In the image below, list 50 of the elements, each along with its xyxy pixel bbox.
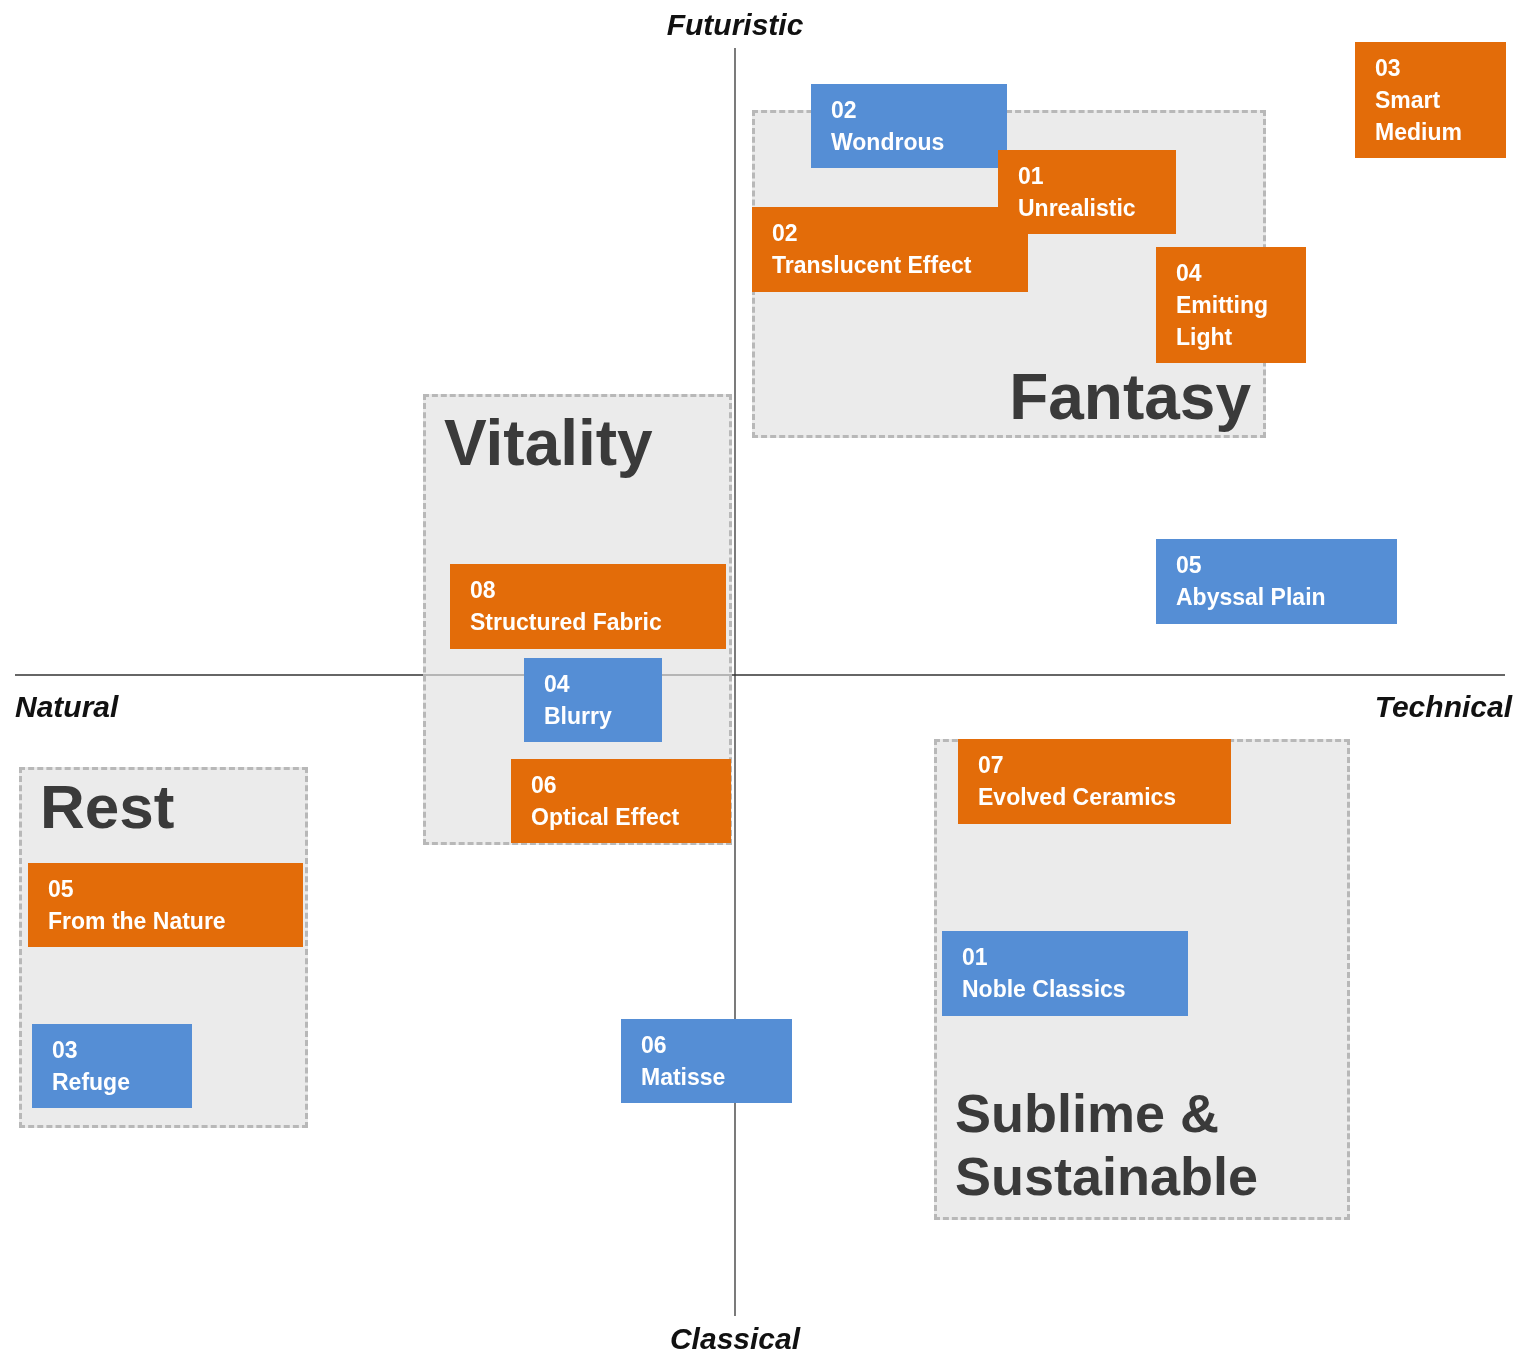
axis-label: Natural — [15, 692, 119, 722]
item-card — [998, 150, 1176, 234]
region-title: Rest — [40, 776, 175, 838]
item-card — [32, 1024, 192, 1108]
item-card — [1355, 42, 1506, 158]
item-card — [1156, 247, 1306, 363]
item-name: Unrealistic — [1018, 194, 1137, 223]
item-card — [28, 863, 303, 947]
item-card — [958, 739, 1231, 824]
item-name: Smart Medium — [1375, 86, 1463, 147]
item-card — [1156, 539, 1397, 624]
item-number: 02 — [772, 219, 799, 248]
region-box — [423, 394, 732, 845]
item-name: Blurry — [544, 702, 613, 731]
item-name: Evolved Ceramics — [978, 783, 1178, 812]
item-number: 01 — [1018, 162, 1045, 191]
item-name: Structured Fabric — [470, 608, 663, 637]
item-name: Noble Classics — [962, 975, 1127, 1004]
item-card — [942, 931, 1188, 1016]
item-number: 03 — [1375, 54, 1402, 83]
region-title: Sublime & Sustainable — [955, 1081, 1260, 1209]
item-name: Translucent Effect — [772, 251, 973, 280]
axis-label: Futuristic — [666, 10, 804, 40]
item-card — [621, 1019, 792, 1103]
item-card — [811, 84, 1007, 168]
item-name: Abyssal Plain — [1176, 583, 1327, 612]
item-card — [511, 759, 731, 843]
item-number: 01 — [962, 943, 989, 972]
axis-label: Technical — [1374, 692, 1512, 722]
item-number: 06 — [641, 1031, 668, 1060]
axis-label: Classical — [669, 1324, 801, 1354]
item-number: 06 — [531, 771, 558, 800]
item-number: 04 — [1176, 259, 1203, 288]
item-name: Refuge — [52, 1068, 131, 1097]
item-number: 05 — [48, 875, 75, 904]
item-card — [450, 564, 726, 649]
item-number: 08 — [470, 576, 497, 605]
item-number: 05 — [1176, 551, 1203, 580]
item-card — [524, 658, 662, 742]
region-box — [19, 767, 308, 1128]
item-number: 03 — [52, 1036, 79, 1065]
item-number: 04 — [544, 670, 571, 699]
item-name: From the Nature — [48, 907, 227, 936]
region-box — [934, 739, 1350, 1220]
item-name: Matisse — [641, 1063, 727, 1092]
item-number: 07 — [978, 751, 1005, 780]
item-number: 02 — [831, 96, 858, 125]
item-name: Optical Effect — [531, 803, 681, 832]
item-name: Emitting Light — [1176, 291, 1269, 352]
item-name: Wondrous — [831, 128, 946, 157]
